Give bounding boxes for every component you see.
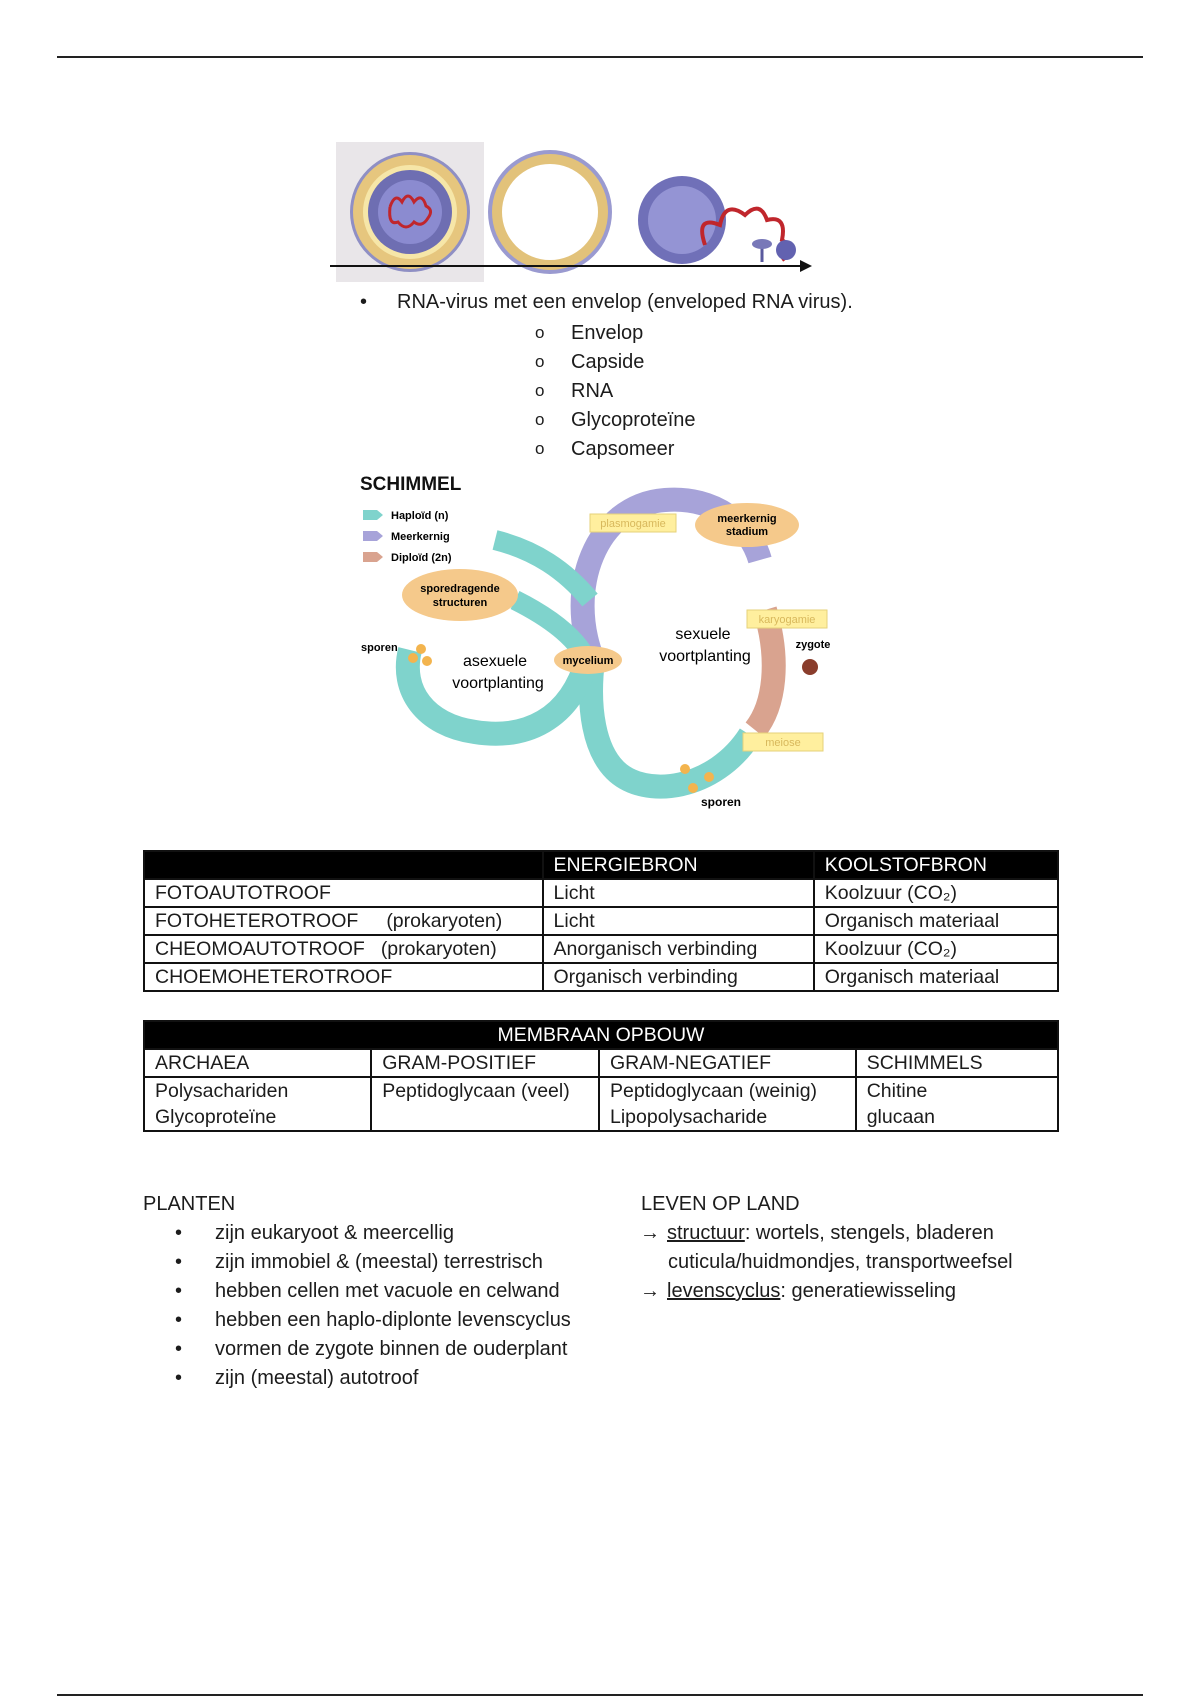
sporedragende-label: sporedragende <box>420 583 499 595</box>
sporen-label: sporen <box>701 795 741 809</box>
zygote-label: zygote <box>796 639 831 651</box>
legend-label: Haploïd (n) <box>391 510 449 522</box>
membrane-table-title: MEMBRAAN OPBOUW <box>144 1021 1058 1049</box>
circle-bullet-icon: o <box>535 381 544 401</box>
table-header-cell <box>144 851 543 879</box>
table-header-cell: ARCHAEA <box>144 1049 371 1077</box>
virus-envelope <box>488 150 612 274</box>
organism-type-cell: CHOEMOHETEROTROOF <box>144 963 543 991</box>
structuur-line-2: cuticula/huidmondjes, transportweefsel <box>668 1251 1013 1274</box>
table-row: Glycoproteïne Lipopolysacharide glucaan <box>144 1104 1058 1131</box>
organism-type-cell: FOTOHETEROTROOF(prokaryoten) <box>144 907 543 935</box>
table-cell: Peptidoglycaan (weinig) <box>599 1077 856 1104</box>
energy-cell: Organisch verbinding <box>543 963 814 991</box>
bullet-icon: • <box>360 291 367 314</box>
fungus-lifecycle-diagram: SCHIMMEL Haploïd (n) Meerkernig Diploïd … <box>355 470 855 820</box>
table-cell <box>371 1104 599 1131</box>
meerkernig-label: stadium <box>726 526 768 538</box>
bullet-icon: • <box>175 1251 182 1274</box>
energy-cell: Anorganisch verbinding <box>543 935 814 963</box>
table-row: Polysachariden Peptidoglycaan (veel) Pep… <box>144 1077 1058 1104</box>
structuur-text: : wortels, stengels, bladeren <box>745 1222 994 1244</box>
circle-bullet-icon: o <box>535 439 544 459</box>
structuur-line: → structuur: wortels, stengels, bladeren <box>640 1222 994 1245</box>
bullet-icon: • <box>175 1222 182 1245</box>
carbon-cell: Organisch materiaal <box>814 907 1058 935</box>
table-header-row: ENERGIEBRON KOOLSTOFBRON <box>144 851 1058 879</box>
arrow-right-icon: → <box>640 1222 660 1245</box>
mycelium-label: mycelium <box>563 655 614 667</box>
organism-type-cell: FOTOAUTOTROOF <box>144 879 543 907</box>
bullet-icon: • <box>175 1367 182 1390</box>
planten-title: PLANTEN <box>143 1193 235 1216</box>
table-cell: glucaan <box>856 1104 1058 1131</box>
bullet-icon: • <box>175 1309 182 1332</box>
bullet-icon: • <box>175 1338 182 1361</box>
plasmogamie-label: plasmogamie <box>600 518 665 530</box>
structuur-term: structuur <box>667 1222 745 1244</box>
sporedragende-label: structuren <box>433 597 488 609</box>
circle-bullet-icon: o <box>535 352 544 372</box>
energy-cell: Licht <box>543 879 814 907</box>
karyogamie-label: karyogamie <box>759 614 816 626</box>
carbon-cell: Organisch materiaal <box>814 963 1058 991</box>
virus-bullet-text: RNA-virus met een envelop (enveloped RNA… <box>397 291 853 314</box>
table-row: FOTOAUTOTROOF Licht Koolzuur (CO₂) <box>144 879 1058 907</box>
table-row: FOTOHETEROTROOF(prokaryoten) Licht Organ… <box>144 907 1058 935</box>
energy-cell: Licht <box>543 907 814 935</box>
table-header-cell: SCHIMMELS <box>856 1049 1058 1077</box>
sexueel-label: voortplanting <box>659 648 751 665</box>
table-cell: Peptidoglycaan (veel) <box>371 1077 599 1104</box>
table-cell: Lipopolysacharide <box>599 1104 856 1131</box>
levenscyclus-line: → levenscyclus: generatiewisseling <box>640 1280 956 1303</box>
asexueel-label: asexuele <box>463 653 527 670</box>
carbon-cell: Koolzuur (CO₂) <box>814 935 1058 963</box>
legend-label: Meerkernig <box>391 531 450 543</box>
meerkernig-label: meerkernig <box>717 513 776 525</box>
circle-bullet-icon: o <box>535 410 544 430</box>
bottom-rule <box>57 1694 1143 1696</box>
arrow-right-icon: → <box>640 1280 660 1303</box>
top-rule <box>57 56 1143 58</box>
table-header-cell: GRAM-POSITIEF <box>371 1049 599 1077</box>
circle-bullet-icon: o <box>535 323 544 343</box>
table-title-row: MEMBRAAN OPBOUW <box>144 1021 1058 1049</box>
table-cell: Polysachariden <box>144 1077 371 1104</box>
levenscyclus-text: : generatiewisseling <box>780 1280 956 1302</box>
virus-capsid <box>638 176 726 264</box>
fungus-legend: Haploïd (n) Meerkernig Diploïd (2n) <box>363 510 452 564</box>
table-header-cell: ENERGIEBRON <box>543 851 814 879</box>
nutrition-table: ENERGIEBRON KOOLSTOFBRON FOTOAUTOTROOF L… <box>143 850 1059 992</box>
table-row: CHOEMOHETEROTROOF Organisch verbinding O… <box>144 963 1058 991</box>
leven-op-land-title: LEVEN OP LAND <box>641 1193 800 1216</box>
fungus-title: SCHIMMEL <box>360 474 462 495</box>
sexueel-label: sexuele <box>675 626 730 643</box>
table-cell: Chitine <box>856 1077 1058 1104</box>
table-header-cell: KOOLSTOFBRON <box>814 851 1058 879</box>
levenscyclus-term: levenscyclus <box>667 1280 780 1302</box>
table-row: CHEOMOAUTOTROOF(prokaryoten) Anorganisch… <box>144 935 1058 963</box>
meiose-label: meiose <box>765 737 800 749</box>
virus-complete <box>350 152 470 272</box>
table-cell: Glycoproteïne <box>144 1104 371 1131</box>
bullet-icon: • <box>175 1280 182 1303</box>
membrane-table: MEMBRAAN OPBOUW ARCHAEA GRAM-POSITIEF GR… <box>143 1020 1059 1132</box>
virus-structure-figure <box>330 140 880 290</box>
legend-label: Diploïd (2n) <box>391 552 452 564</box>
asexueel-label: voortplanting <box>452 675 544 692</box>
sporen-label: sporen <box>361 642 398 654</box>
table-header-cell: GRAM-NEGATIEF <box>599 1049 856 1077</box>
carbon-cell: Koolzuur (CO₂) <box>814 879 1058 907</box>
organism-type-cell: CHEOMOAUTOTROOF(prokaryoten) <box>144 935 543 963</box>
table-header-row: ARCHAEA GRAM-POSITIEF GRAM-NEGATIEF SCHI… <box>144 1049 1058 1077</box>
